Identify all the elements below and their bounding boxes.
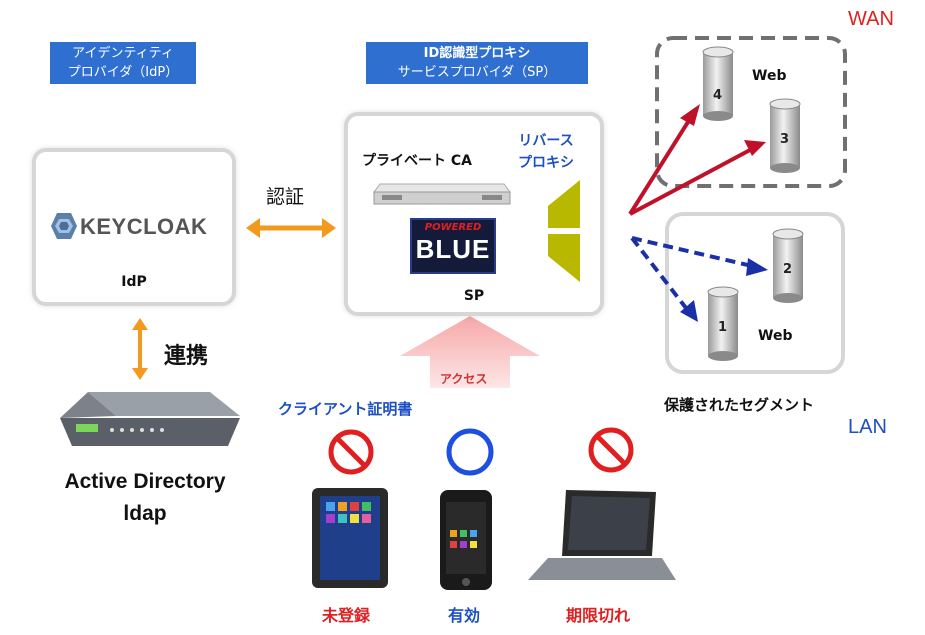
reverse-proxy-line2: プロキシ	[518, 155, 574, 171]
idp-panel: KEYCLOAK IdP	[32, 148, 236, 306]
wan-web-label: Web	[752, 68, 787, 84]
prohibited-icon	[328, 429, 374, 475]
server-cylinder-2	[772, 228, 804, 303]
wan-arrows	[628, 104, 766, 216]
server-cylinder-4	[702, 46, 734, 121]
server-cylinder-1	[707, 286, 739, 361]
prohibited-icon	[588, 427, 634, 473]
powered-text: POWERED	[424, 222, 482, 233]
renkei-label: 連携	[164, 344, 209, 369]
server-number-3: 3	[780, 132, 789, 147]
access-arrow	[400, 316, 540, 388]
reverse-proxy-shape	[544, 176, 584, 286]
server-number-1: 1	[718, 320, 727, 335]
ad-server-device-icon	[60, 392, 240, 446]
server-number-2: 2	[783, 262, 792, 277]
keycloak-logo-icon	[50, 212, 78, 240]
idp-header-line2: プロバイダ（IdP）	[67, 65, 179, 80]
lan-label: LAN	[848, 416, 887, 438]
sp-header-box: ID認識型プロキシ サービスプロバイダ（SP）	[366, 42, 588, 84]
lan-arrows	[630, 236, 768, 322]
sp-label: SP	[463, 288, 485, 304]
wan-label: WAN	[848, 8, 894, 30]
status-valid: 有効	[448, 606, 481, 625]
ad-label-line2: ldap	[123, 502, 167, 525]
laptop-device-icon	[528, 490, 676, 580]
lan-web-label: Web	[758, 328, 793, 344]
keycloak-logo-text: KEYCLOAK	[80, 214, 208, 239]
access-label: アクセス	[440, 372, 488, 386]
auth-arrow	[246, 218, 336, 238]
wan-segment-box	[655, 36, 847, 188]
auth-label: 認証	[266, 186, 305, 208]
tablet-device-icon	[312, 488, 388, 588]
blue-text: BLUE	[415, 234, 491, 264]
reverse-proxy-label: リバース プロキシ	[506, 130, 586, 174]
idp-label: IdP	[121, 274, 147, 290]
idp-header-line1: アイデンティティ	[72, 46, 174, 61]
client-cert-label: クライアント証明書	[278, 400, 413, 418]
ad-label: Active Directory ldap	[40, 466, 250, 530]
ad-label-line1: Active Directory	[64, 470, 226, 493]
status-expired: 期限切れ	[566, 606, 631, 625]
rack-server-icon	[372, 182, 512, 205]
valid-circle-icon	[446, 428, 494, 476]
status-unregistered: 未登録	[322, 606, 371, 625]
idp-header-box: アイデンティティ プロバイダ（IdP）	[50, 42, 196, 84]
server-cylinder-3	[769, 98, 801, 173]
server-number-4: 4	[713, 88, 722, 103]
lan-segment-box	[665, 212, 845, 374]
sp-panel: プライベート CA リバース プロキシ POWERED BLUE SP	[344, 112, 604, 316]
renkei-arrow	[132, 318, 148, 380]
private-ca-label: プライベート CA	[362, 153, 472, 169]
protected-segment-label: 保護されたセグメント	[664, 396, 815, 414]
sp-header-line1: ID認識型プロキシ	[423, 46, 531, 61]
sp-header-line2: サービスプロバイダ（SP）	[397, 65, 557, 80]
powered-blue-logo: POWERED BLUE	[410, 218, 496, 274]
reverse-proxy-line1: リバース	[518, 133, 574, 149]
smartphone-device-icon	[440, 490, 492, 590]
